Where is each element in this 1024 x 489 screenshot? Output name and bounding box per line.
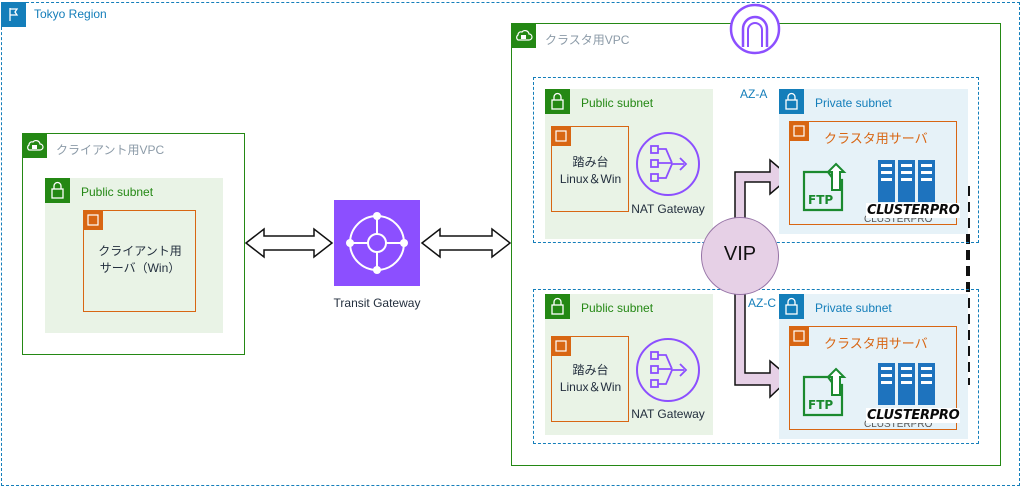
ftp-icon: FTP [800, 365, 856, 421]
ec2-chip-icon [551, 336, 571, 356]
region-label: Tokyo Region [34, 7, 107, 21]
az-a-label: AZ-A [740, 87, 768, 101]
ftp-text: FTP [808, 398, 833, 412]
nat-gateway-label: NAT Gateway [631, 202, 705, 216]
lock-icon [545, 294, 570, 319]
vpc-cloud-icon [22, 133, 47, 158]
ec2-chip-icon [551, 126, 571, 146]
client-server-label-1: クライアント用 [98, 244, 182, 258]
bastion-label-1: 踏み台 [572, 155, 609, 169]
client-public-subnet-label: Public subnet [81, 185, 154, 199]
client-vpc-label: クライアント用VPC [56, 143, 165, 157]
client-server-box [83, 210, 196, 312]
bastion-label-2: Linux＆Win [559, 380, 622, 394]
az-a-public-subnet-label: Public subnet [581, 96, 654, 110]
nat-gateway-label: NAT Gateway [631, 407, 705, 421]
bastion-box-a [551, 126, 629, 212]
clusterpro-logo-c: CLUSTERPRO [866, 408, 961, 423]
cluster-vpc-label: クラスタ用VPC [545, 33, 630, 47]
clusterpro-caption-c: CLUSTERPRO [864, 419, 933, 430]
server-rack-icon [876, 158, 938, 204]
server-rack-icon [876, 361, 938, 407]
lock-icon [779, 294, 804, 319]
nat-gateway-icon [634, 130, 702, 198]
lock-icon [45, 178, 70, 203]
bastion-label-1: 踏み台 [572, 363, 609, 377]
ec2-chip-icon [789, 326, 809, 346]
lock-icon [545, 89, 570, 114]
flag-icon [1, 2, 26, 27]
az-c-public-subnet [545, 294, 713, 435]
client-server-label-2: サーバ（Win） [99, 261, 181, 275]
nat-gateway-icon [634, 336, 702, 404]
transit-gateway-label: Transit Gateway [333, 296, 421, 310]
client-vpc-group [22, 133, 245, 355]
client-public-subnet [45, 178, 223, 333]
transit-gateway-icon [334, 200, 420, 286]
vip-circle [701, 217, 779, 295]
az-c-public-subnet-label: Public subnet [581, 301, 654, 315]
cluster-server-label-c: クラスタ用サーバ [824, 336, 928, 351]
az-c-label: AZ-C [748, 296, 776, 310]
ec2-chip-icon [83, 210, 103, 230]
double-arrow-right [420, 227, 512, 259]
bastion-box-c [551, 336, 629, 422]
vip-label: VIP [723, 243, 757, 265]
bastion-label-2: Linux＆Win [559, 172, 622, 186]
lock-icon [779, 89, 804, 114]
clusterpro-caption-a: CLUSTERPRO [864, 214, 933, 225]
clusterpro-logo-a: CLUSTERPRO [866, 203, 961, 218]
az-a-private-subnet-label: Private subnet [815, 96, 892, 110]
ec2-chip-icon [789, 121, 809, 141]
double-arrow-left [244, 227, 334, 259]
cluster-server-box-c [789, 326, 957, 430]
az-c-private-subnet-label: Private subnet [815, 301, 892, 315]
ftp-icon: FTP [800, 160, 856, 216]
internet-gateway-icon [723, 3, 787, 55]
cluster-server-label-a: クラスタ用サーバ [824, 131, 928, 146]
ftp-text: FTP [808, 193, 833, 207]
cluster-server-box-a [789, 121, 957, 225]
vpc-cloud-icon [511, 23, 536, 48]
